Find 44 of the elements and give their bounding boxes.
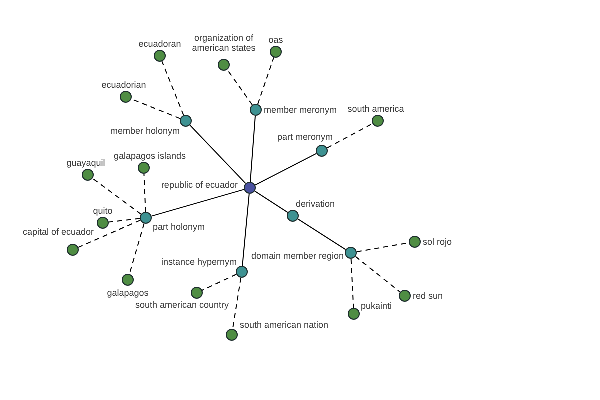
node-label: ecuadorian [102, 80, 146, 90]
node-label: ecuadoran [138, 39, 182, 49]
connector-line [151, 189, 245, 217]
dashed-connector [232, 277, 242, 330]
node-label: part holonym [153, 222, 206, 232]
node-label: pukainti [361, 301, 392, 311]
dashed-connector [78, 220, 141, 248]
dashed-connector [131, 98, 181, 120]
dashed-connector [92, 178, 142, 215]
connector-line [242, 194, 250, 266]
node-label: red sun [413, 291, 444, 301]
node-label: south american nation [240, 320, 329, 330]
dashed-connector [144, 174, 146, 212]
dashed-connector [350, 258, 354, 308]
node-label: domain member region [251, 251, 344, 261]
dashed-connector [129, 223, 145, 275]
node-label: derivation [296, 199, 336, 209]
connector-line [190, 124, 246, 184]
node-label: organization of american states [191, 33, 257, 53]
dashed-connector [162, 61, 184, 116]
node-label: oas [268, 35, 284, 45]
node-label: instance hypernym [161, 257, 237, 267]
node-label: galapagos [107, 288, 149, 298]
connector-line [250, 116, 256, 182]
node-label: galapagos islands [114, 151, 186, 161]
node-label: south america [348, 104, 404, 114]
connector-line [254, 190, 288, 214]
dashed-connector [355, 256, 401, 293]
node-label: south american country [135, 300, 229, 310]
node-label: sol rojo [423, 237, 452, 247]
dashed-connector [258, 57, 274, 105]
dashed-connector [108, 218, 140, 223]
connector-line [298, 218, 346, 250]
dashed-connector [202, 274, 238, 291]
node-label: republic of ecuador [161, 180, 238, 190]
dashed-connector [326, 123, 374, 149]
node-label: member holonym [110, 126, 180, 136]
connector-line [254, 153, 318, 186]
node-label: member meronym [264, 105, 338, 115]
node-label: guayaquil [66, 158, 106, 168]
node-label: part meronym [277, 132, 333, 142]
node-label: capital of ecuador [22, 227, 94, 237]
dashed-connector [227, 69, 253, 106]
node-label: quito [93, 206, 113, 216]
